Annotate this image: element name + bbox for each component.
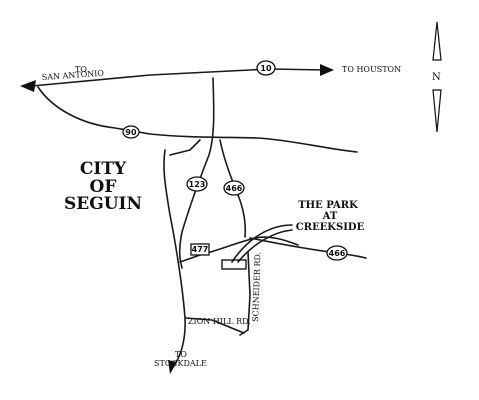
zion-hill-road-label: ZION HILL RD. [188,317,251,326]
interstate-10-road [20,64,334,92]
stockdale-label-to: TO [175,350,187,359]
us-90-shield-icon: 90 [122,125,140,139]
fm-477-shield-icon: 477 [190,243,210,256]
city-label-line1: CITY [80,159,127,179]
san-antonio-label-to: TO [75,65,87,74]
connector-road-west [163,149,186,367]
park-label-line2: AT [322,211,338,222]
connector-road-short [169,139,201,156]
fm-466-east-shield-label: 466 [329,249,346,258]
arrow-east-icon [320,64,334,76]
schneider-road-label: SCHNEIDER RD. [251,252,262,322]
city-label-line2: OF [90,177,117,197]
interstate-10-shield-label: 10 [260,64,272,73]
san-antonio-label: SAN ANTONIO [42,69,105,82]
stockdale-label: STOCKDALE [154,359,207,368]
sh-123-shield-label: 123 [189,180,206,189]
park-label-line3: CREEKSIDE [296,222,365,233]
arrow-south-icon [168,360,177,374]
fm-466-north-shield-icon: 466 [223,180,245,196]
fm-477-shield-label: 477 [192,245,209,254]
park-label-line1: THE PARK [298,200,358,211]
city-label-line3: SEGUIN [64,194,142,214]
us-90-shield-label: 90 [125,128,137,137]
fm-466-east-road [249,237,367,259]
north-arrow-icon: N [432,21,442,133]
north-arrow-label: N [432,72,441,83]
zion-hill-road [185,317,245,334]
park-pointer-arrow-b [237,229,293,263]
park-pointer-arrow [231,224,293,263]
interstate-10-shield-icon: 10 [256,60,276,76]
fm-466-north-shield-label: 466 [226,184,243,193]
sh-123-shield-icon: 123 [186,176,208,192]
fm-466-east-shield-icon: 466 [326,245,348,261]
us-90-road [37,86,358,153]
arrow-west-icon [20,80,36,92]
houston-label: TO HOUSTON [342,65,401,74]
park-site [221,259,247,270]
sh-123-road [178,77,215,269]
